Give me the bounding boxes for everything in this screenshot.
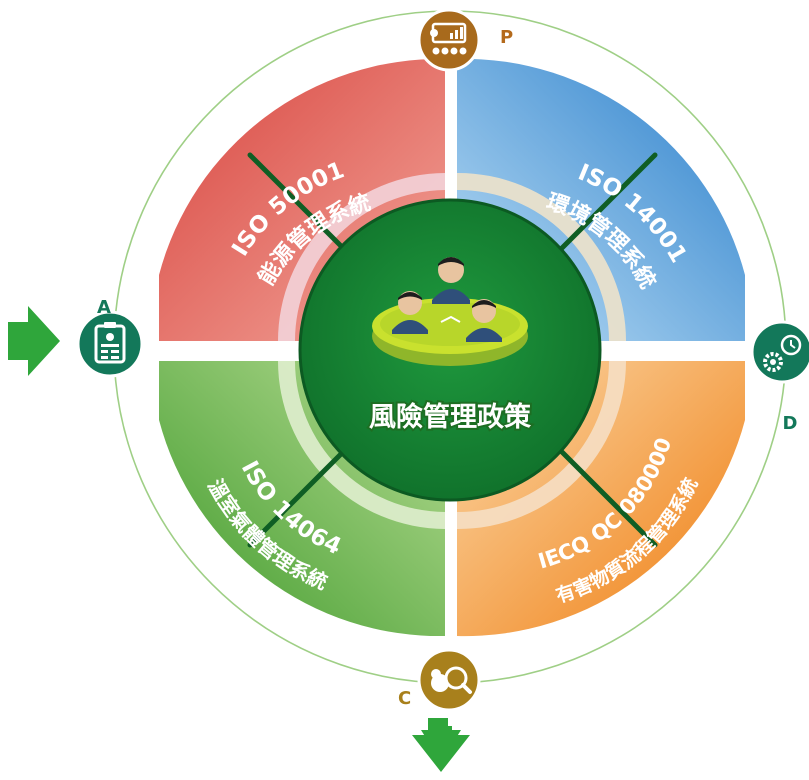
- cycle-p-node: [417, 8, 481, 72]
- cycle-d-node: [750, 320, 809, 384]
- arrow-right-icon: [8, 306, 60, 376]
- search-person-icon: [431, 666, 472, 694]
- meeting-people-icon: [372, 257, 528, 366]
- id-card-icon: [94, 322, 126, 364]
- cycle-letter-d: D: [783, 413, 798, 434]
- cycle-letter-p: P: [500, 27, 513, 48]
- presentation-icon: [430, 22, 467, 55]
- arrow-down-head: [412, 726, 470, 772]
- center-title: 風險管理政策: [369, 401, 532, 433]
- cycle-letter-a: A: [97, 297, 111, 318]
- cycle-letter-c: C: [398, 688, 411, 709]
- gear-clock-icon: [763, 334, 802, 372]
- cycle-c-node: [417, 648, 481, 712]
- cycle-a-node: [76, 310, 144, 378]
